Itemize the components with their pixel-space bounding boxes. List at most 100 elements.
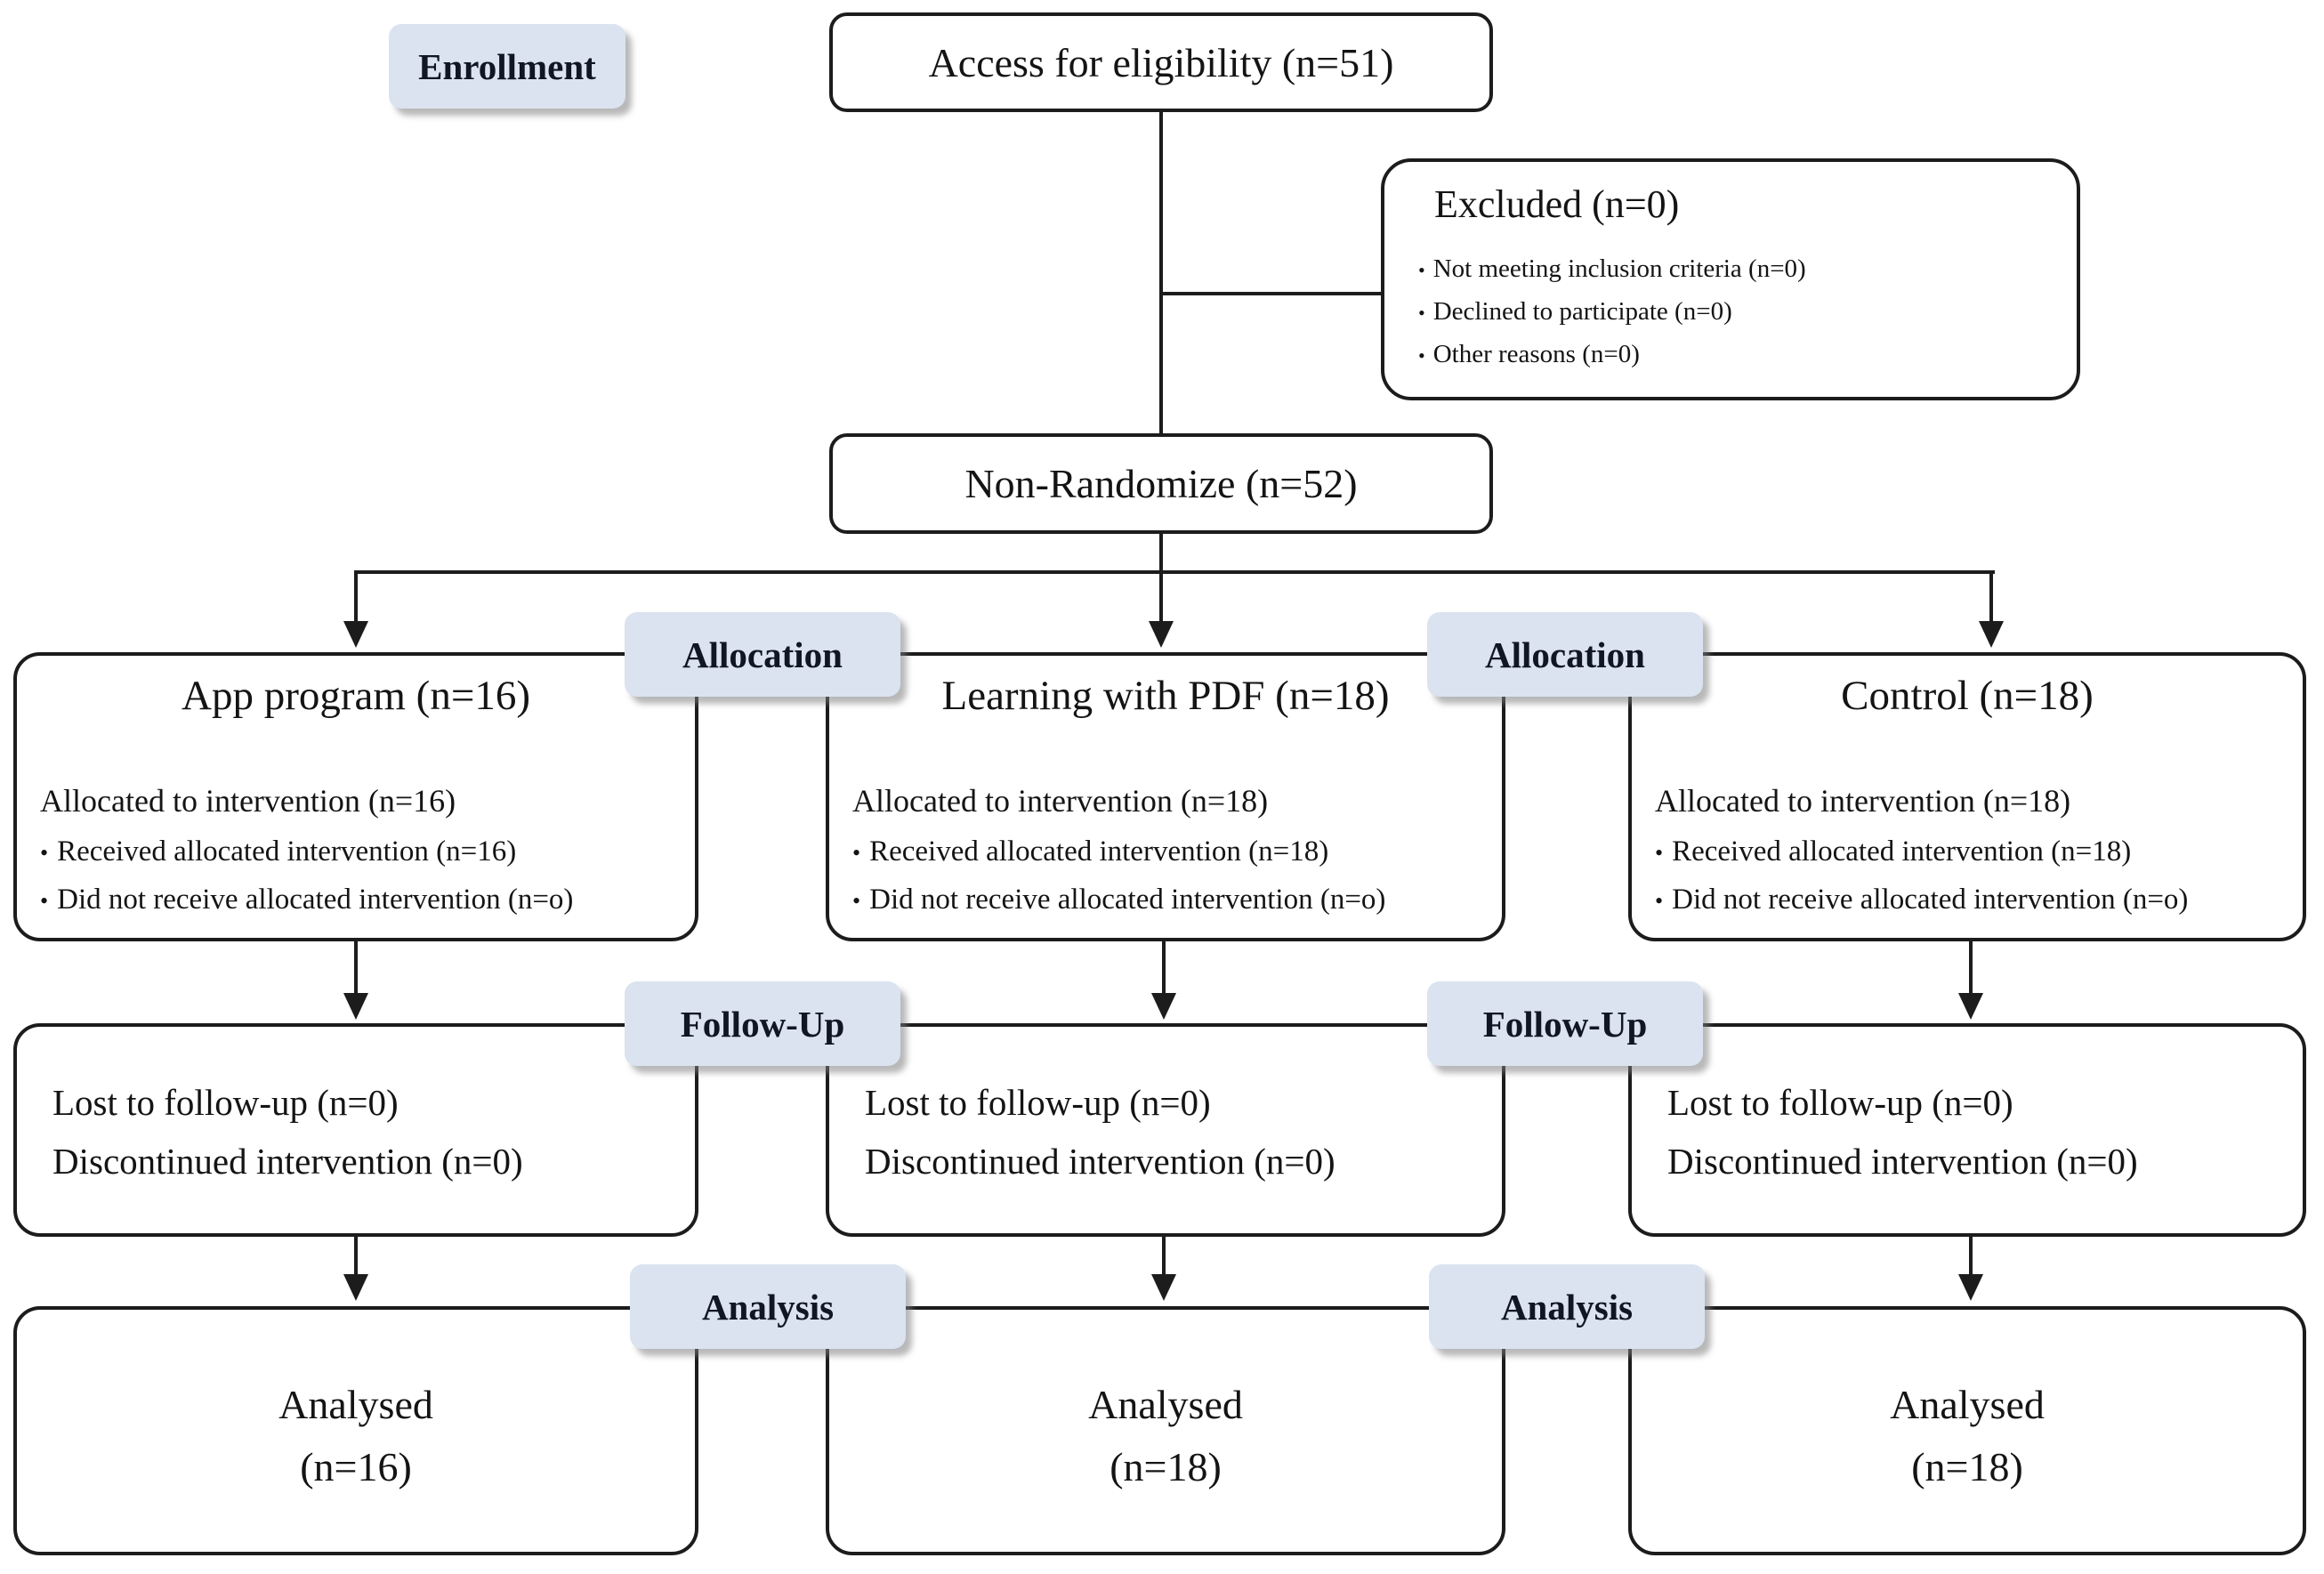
arm-title: Control (n=18) [1841,673,2094,719]
allocation-bullet: • Received allocated intervention (n=18) [852,828,1495,876]
analysis-line: Analysed [1088,1382,1243,1427]
drop-line-right [1989,570,1993,625]
followup-line: Discontinued intervention (n=0) [52,1141,523,1182]
allocation-bullet: • Did not receive allocated intervention… [1655,876,2296,924]
excluded-item: • Other reasons (n=0) [1418,334,2059,376]
bullet-icon: • [852,840,861,866]
analysis-box-app: Analysed (n=16) [13,1306,698,1555]
stage-label: Enrollment [418,45,596,87]
bullet-icon: • [40,840,49,866]
allocation-lead: Allocated to intervention (n=18) [852,783,1269,819]
followup-line: Lost to follow-up (n=0) [865,1082,1211,1123]
allocation-lead: Allocated to intervention (n=16) [40,783,456,819]
arrow-alloc-to-followup-left [354,941,358,995]
excluded-item: • Not meeting inclusion criteria (n=0) [1418,248,2059,291]
stage-label: Follow-Up [680,1003,845,1045]
followup-line: Lost to follow-up (n=0) [1667,1082,2013,1123]
arrow-down-icon [1958,1274,1983,1301]
arrow-alloc-to-followup-center [1162,941,1166,995]
followup-line: Discontinued intervention (n=0) [865,1141,1335,1182]
drop-line-center [1159,570,1163,625]
arrow-followup-to-analysis-right [1969,1237,1973,1276]
stage-label: Allocation [1485,634,1645,675]
analysis-count: (n=18) [1911,1444,2023,1489]
allocation-details: Allocated to intervention (n=18) • Recei… [829,782,1502,924]
connector-randomize-to-branch [1159,532,1163,574]
connector-eligibility-to-randomize [1159,112,1163,433]
excluded-title: Excluded (n=0) [1434,182,1680,226]
bullet-icon: • [1418,259,1425,281]
stage-badge-analysis-left: Analysis [630,1264,906,1349]
stage-badge-followup-left: Follow-Up [625,981,900,1066]
stage-badge-followup-right: Follow-Up [1427,981,1703,1066]
arrow-down-icon [343,621,368,648]
arrow-down-icon [1151,993,1176,1020]
stage-badge-allocation-right: Allocation [1427,612,1703,697]
arrow-down-icon [1958,993,1983,1020]
allocation-details: Allocated to intervention (n=16) • Recei… [17,782,695,924]
randomize-box: Non-Randomize (n=52) [829,433,1493,534]
bullet-icon: • [1418,302,1425,324]
allocation-box-pdf: Learning with PDF (n=18) Allocated to in… [826,652,1505,941]
allocation-bullet-text: Received allocated intervention (n=18) [869,835,1329,868]
excluded-item-text: Not meeting inclusion criteria (n=0) [1432,254,1806,283]
bullet-icon: • [852,888,861,914]
allocation-bullet-text: Received allocated intervention (n=18) [1672,835,2132,868]
stage-label: Allocation [682,634,843,675]
arrow-alloc-to-followup-right [1969,941,1973,995]
followup-line: Lost to follow-up (n=0) [52,1082,399,1123]
allocation-bullet: • Did not receive allocated intervention… [40,876,688,924]
allocation-lead: Allocated to intervention (n=18) [1655,783,2071,819]
arm-title: Learning with PDF (n=18) [941,673,1390,719]
followup-details: Lost to follow-up (n=0) Discontinued int… [1632,1027,2303,1191]
stage-label: Analysis [1500,1286,1634,1328]
arrow-followup-to-analysis-center [1162,1237,1166,1276]
allocation-bullet-text: Did not receive allocated intervention (… [869,884,1386,916]
allocation-box-control: Control (n=18) Allocated to intervention… [1628,652,2306,941]
bullet-icon: • [1655,888,1664,914]
eligibility-box: Access for eligibility (n=51) [829,12,1493,112]
branch-line [354,570,1995,574]
arrow-down-icon [343,993,368,1020]
connector-to-excluded [1161,292,1383,295]
followup-box-control: Lost to follow-up (n=0) Discontinued int… [1628,1023,2306,1237]
arrow-down-icon [1151,1274,1176,1301]
analysis-details: Analysed (n=18) [829,1310,1502,1498]
analysis-box-control: Analysed (n=18) [1628,1306,2306,1555]
allocation-bullet-text: Received allocated intervention (n=16) [57,835,517,868]
randomize-text: Non-Randomize (n=52) [964,461,1358,506]
stage-badge-allocation-left: Allocation [625,612,900,697]
excluded-item: • Declined to participate (n=0) [1418,291,2059,334]
bullet-icon: • [40,888,49,914]
followup-details: Lost to follow-up (n=0) Discontinued int… [829,1027,1502,1191]
stage-badge-enrollment: Enrollment [389,24,625,109]
analysis-details: Analysed (n=18) [1632,1310,2303,1498]
arrow-followup-to-analysis-left [354,1237,358,1276]
bullet-icon: • [1418,344,1425,367]
analysis-line: Analysed [1890,1382,2045,1427]
stage-label: Follow-Up [1482,1003,1648,1045]
analysis-line: Analysed [278,1382,433,1427]
analysis-count: (n=18) [1110,1444,1222,1489]
allocation-bullet: • Received allocated intervention (n=16) [40,828,688,876]
allocation-bullet-text: Did not receive allocated intervention (… [57,884,574,916]
excluded-box: Excluded (n=0) • Not meeting inclusion c… [1381,158,2080,400]
stage-label: Analysis [701,1286,835,1328]
followup-box-pdf: Lost to follow-up (n=0) Discontinued int… [826,1023,1505,1237]
arm-title: App program (n=16) [182,673,530,719]
allocation-details: Allocated to intervention (n=18) • Recei… [1632,782,2303,924]
stage-badge-analysis-right: Analysis [1429,1264,1705,1349]
bullet-icon: • [1655,840,1664,866]
excluded-item-text: Other reasons (n=0) [1432,340,1640,368]
arrow-down-icon [1979,621,2004,648]
allocation-box-app: App program (n=16) Allocated to interven… [13,652,698,941]
followup-line: Discontinued intervention (n=0) [1667,1141,2138,1182]
followup-details: Lost to follow-up (n=0) Discontinued int… [17,1027,695,1191]
eligibility-text: Access for eligibility (n=51) [928,39,1394,85]
analysis-details: Analysed (n=16) [17,1310,695,1498]
followup-box-app: Lost to follow-up (n=0) Discontinued int… [13,1023,698,1237]
allocation-bullet: • Did not receive allocated intervention… [852,876,1495,924]
analysis-box-pdf: Analysed (n=18) [826,1306,1505,1555]
arrow-down-icon [1149,621,1174,648]
allocation-bullet: • Received allocated intervention (n=18) [1655,828,2296,876]
